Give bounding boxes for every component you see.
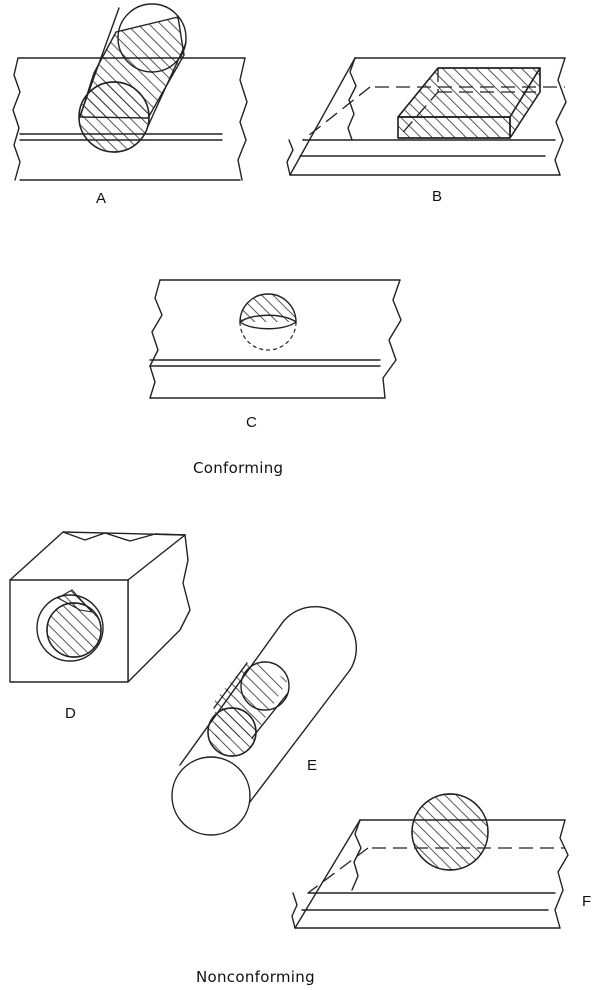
slab-inclusion-b (398, 68, 540, 138)
panel-e: E (172, 607, 356, 835)
cylindrical-inclusion-a (79, 4, 186, 152)
label-f: F (582, 893, 591, 910)
panel-d: D (10, 532, 190, 722)
cylindrical-inclusion-e (208, 660, 289, 756)
label-a: A (96, 190, 106, 207)
label-b: B (432, 188, 442, 205)
panel-a: A (13, 4, 247, 207)
spherical-inclusion-f (412, 794, 488, 870)
block-d (10, 532, 190, 682)
panel-c: C Conforming (150, 280, 401, 477)
label-c: C (246, 414, 257, 431)
label-d: D (65, 705, 76, 722)
spherical-inclusion-c (240, 294, 296, 350)
label-e: E (307, 757, 317, 774)
panel-b: B (287, 58, 566, 205)
caption-conforming: Conforming (193, 459, 283, 477)
caption-nonconforming: Nonconforming (196, 968, 315, 986)
rod-e (172, 607, 356, 835)
panel-f: F Nonconforming (196, 794, 591, 986)
